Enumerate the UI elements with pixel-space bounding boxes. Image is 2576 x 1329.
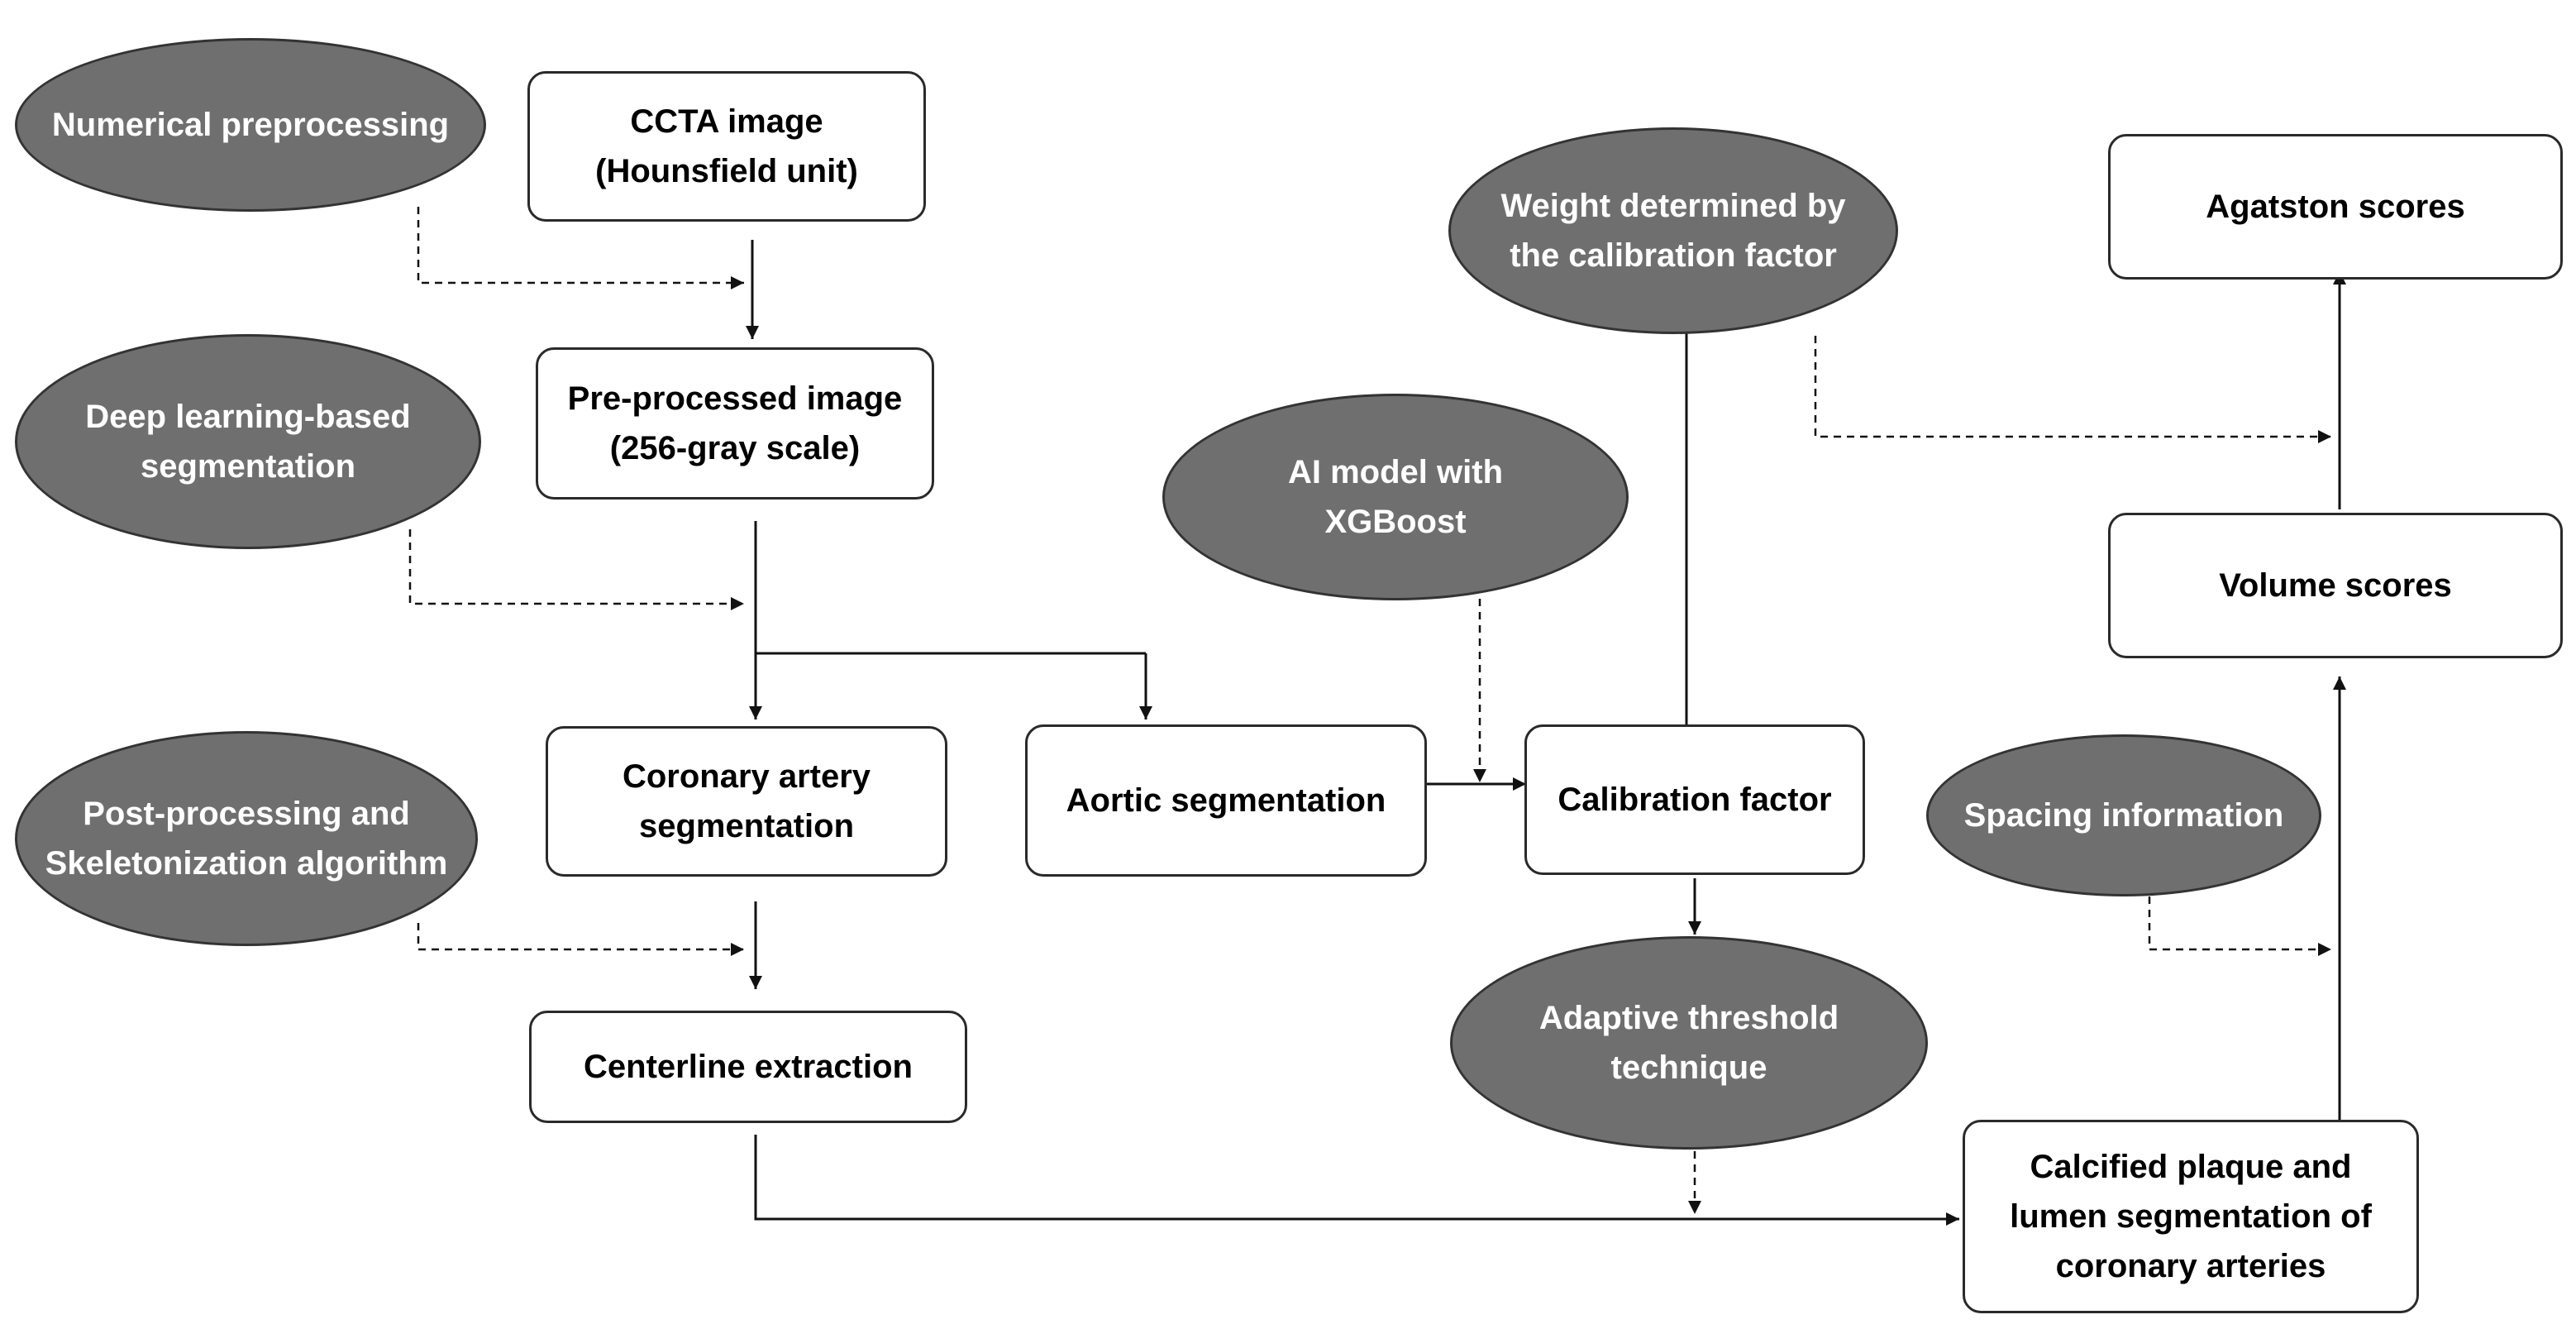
dashed-arrow-numerical-preprocessing bbox=[417, 207, 744, 289]
calibration-factor-box: Calibration factor bbox=[1524, 724, 1865, 875]
ai-model-xgboost-node: AI model with XGBoost bbox=[1162, 394, 1629, 600]
dashed-arrow-postprocessing bbox=[417, 923, 744, 956]
volume-scores-box: Volume scores bbox=[2108, 513, 2563, 658]
spacing-information-node: Spacing information bbox=[1926, 734, 2321, 896]
dashed-arrow-spacing-information bbox=[2148, 896, 2331, 956]
dashed-arrow-deep-learning bbox=[408, 529, 744, 610]
coronary-segmentation-box: Coronary artery segmentation bbox=[546, 726, 947, 877]
weight-calibration-node: Weight determined by the calibration fac… bbox=[1448, 127, 1898, 334]
calcified-plaque-box: Calcified plaque and lumen segmentation … bbox=[1963, 1120, 2419, 1313]
preprocessed-image-box: Pre-processed image (256-gray scale) bbox=[536, 347, 934, 500]
postprocessing-skeletonization-node: Post-processing and Skeletonization algo… bbox=[15, 731, 478, 946]
centerline-extraction-box: Centerline extraction bbox=[529, 1011, 967, 1123]
agatston-scores-box: Agatston scores bbox=[2108, 134, 2563, 280]
adaptive-threshold-node: Adaptive threshold technique bbox=[1450, 936, 1928, 1150]
numerical-preprocessing-node: Numerical preprocessing bbox=[15, 38, 486, 212]
deep-learning-segmentation-node: Deep learning-based segmentation bbox=[15, 334, 481, 549]
dashed-arrow-weight-calibration bbox=[1814, 336, 2331, 443]
aortic-segmentation-box: Aortic segmentation bbox=[1025, 724, 1427, 877]
ccta-image-box: CCTA image (Hounsfield unit) bbox=[527, 71, 926, 222]
arrow-centerline-to-calcified bbox=[754, 1135, 1959, 1226]
